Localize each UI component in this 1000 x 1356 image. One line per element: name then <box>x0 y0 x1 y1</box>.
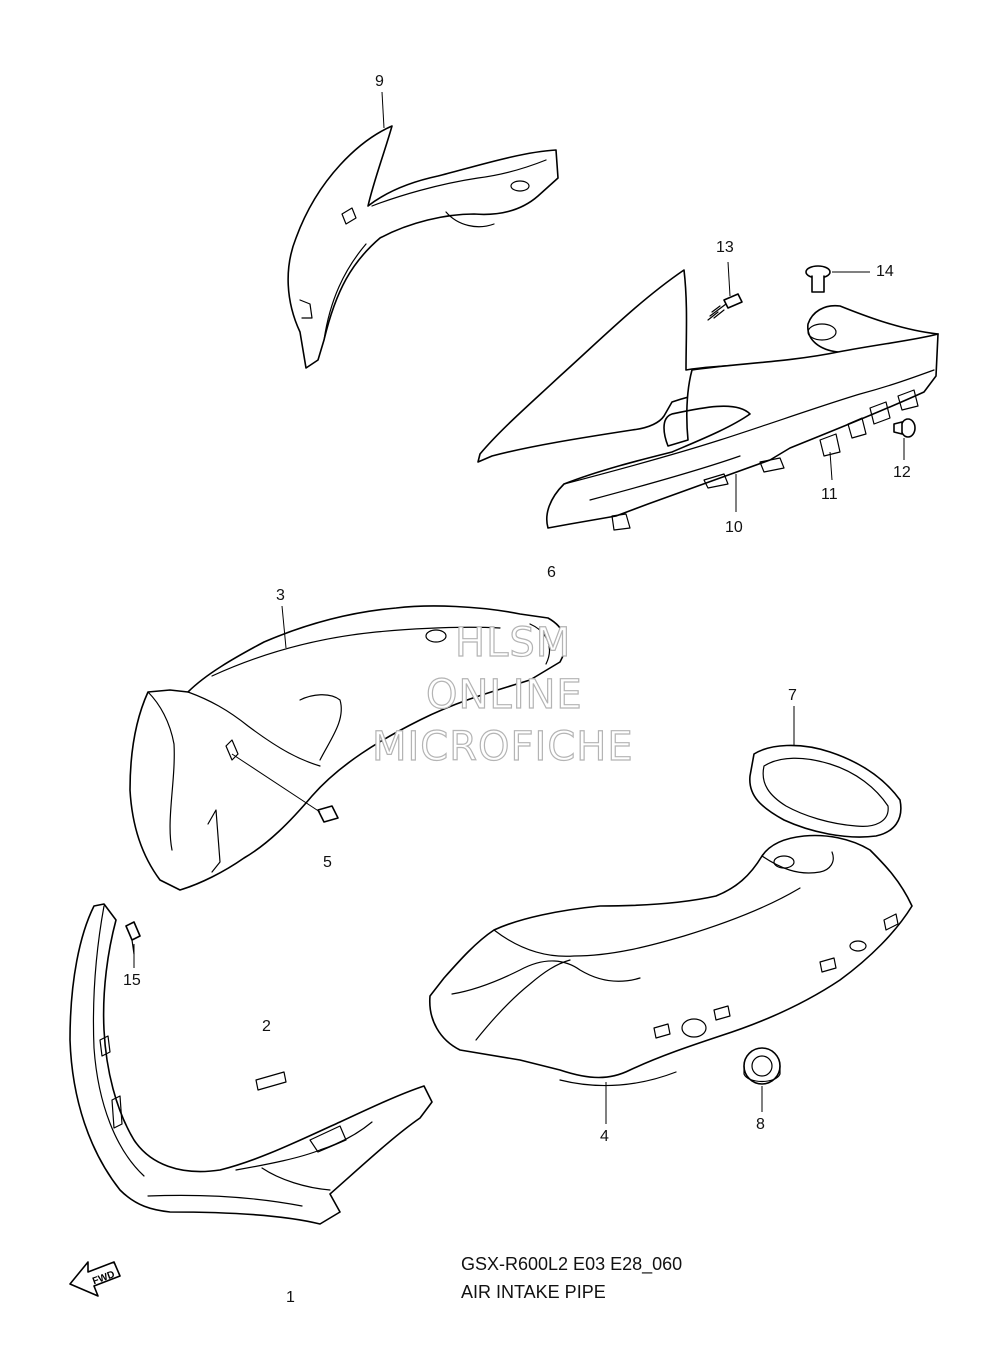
callout-8[interactable]: 8 <box>756 1116 765 1133</box>
callout-10[interactable]: 10 <box>725 519 743 536</box>
part-1-lower-cowling[interactable] <box>69 903 433 1225</box>
part-8-grommet[interactable] <box>743 1047 781 1085</box>
leader-11 <box>829 451 833 481</box>
part-12-bolt[interactable] <box>893 418 916 438</box>
callout-2[interactable]: 2 <box>262 1018 271 1035</box>
diagram-code: GSX-R600L2 E03 E28_060 <box>461 1254 683 1274</box>
callout-9[interactable]: 9 <box>375 73 384 90</box>
leader-9 <box>381 91 385 129</box>
callout-15[interactable]: 15 <box>123 972 141 989</box>
leader-13 <box>727 261 731 297</box>
callout-4[interactable]: 4 <box>600 1128 609 1145</box>
fwd-arrow-icon <box>69 1261 121 1297</box>
callout-12[interactable]: 12 <box>893 464 911 481</box>
part-10-side-cover[interactable] <box>477 269 939 531</box>
watermark-line-3: MICROFICHE <box>371 723 634 770</box>
part-13-screw[interactable] <box>707 293 743 321</box>
callout-6[interactable]: 6 <box>547 564 556 581</box>
callout-11[interactable]: 11 <box>821 486 838 503</box>
callout-7[interactable]: 7 <box>788 687 797 704</box>
part-14-clip[interactable] <box>805 265 831 293</box>
part-7-seal[interactable] <box>749 744 902 838</box>
watermark-line-1: HLSM <box>454 619 572 666</box>
part-9-duct-cover[interactable] <box>287 125 559 369</box>
callout-5[interactable]: 5 <box>323 854 332 871</box>
callout-14[interactable]: 14 <box>876 263 894 280</box>
part-4-right-air-duct[interactable] <box>429 834 913 1087</box>
part-5-screw[interactable] <box>317 805 339 823</box>
callout-13[interactable]: 13 <box>716 239 734 256</box>
leader-5 <box>231 753 321 813</box>
diagram-title: AIR INTAKE PIPE <box>461 1282 606 1302</box>
part-15-screw[interactable] <box>125 921 141 955</box>
callout-3[interactable]: 3 <box>276 587 285 604</box>
watermark-line-2: ONLINE <box>425 671 583 718</box>
leader-3 <box>281 605 287 649</box>
callout-1[interactable]: 1 <box>286 1289 295 1306</box>
part-3-left-air-duct[interactable] <box>129 605 567 891</box>
